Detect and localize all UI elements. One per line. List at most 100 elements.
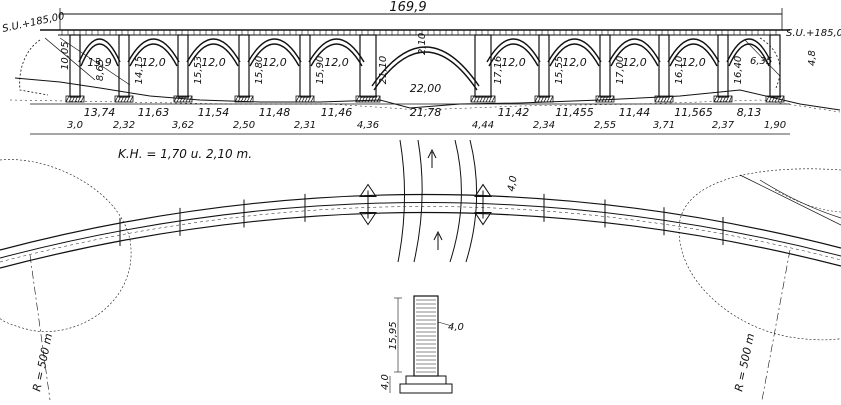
arch bbox=[669, 43, 718, 67]
bottom-dim-2: 2,32 bbox=[113, 120, 135, 131]
height-label: 8,65 bbox=[95, 59, 106, 81]
footing-hatch bbox=[237, 95, 242, 103]
footing-hatch bbox=[604, 95, 609, 103]
footing-hatch bbox=[114, 95, 119, 103]
footing-hatch bbox=[68, 95, 73, 103]
footing-hatch bbox=[295, 95, 300, 103]
pier bbox=[599, 34, 611, 98]
cutwater bbox=[474, 212, 492, 226]
right-radius-label: R = 500 m bbox=[732, 332, 757, 392]
arch-ring bbox=[371, 46, 480, 87]
span-label: 12,0 bbox=[141, 56, 166, 69]
overall-length-label: 169,9 bbox=[389, 0, 426, 15]
left-abutment-height: 10,05 bbox=[60, 41, 71, 70]
footing-hatch bbox=[537, 95, 542, 103]
footing-hatch bbox=[595, 95, 600, 103]
footing-hatch bbox=[129, 95, 134, 103]
height-label: 15,80 bbox=[254, 56, 265, 85]
plan-view bbox=[0, 139, 841, 401]
kh-label: K.H. = 1,70 u. 2,10 m. bbox=[118, 147, 252, 161]
footing-hatch bbox=[234, 95, 239, 103]
arch bbox=[488, 43, 539, 67]
footing-hatch bbox=[534, 95, 539, 103]
span-label: 12,0 bbox=[681, 56, 706, 69]
footing-hatch bbox=[74, 95, 79, 103]
bottom-dim-2: 2,34 bbox=[533, 120, 555, 131]
bottom-dim-2: 1,90 bbox=[764, 120, 786, 131]
height-label: 14,15 bbox=[134, 56, 145, 85]
bottom-dim-1: 21,78 bbox=[410, 106, 442, 119]
pier bbox=[118, 34, 130, 98]
footing-hatch bbox=[310, 95, 315, 103]
footing-hatch bbox=[654, 95, 659, 103]
footing-hatch bbox=[479, 95, 484, 103]
pier bbox=[474, 34, 492, 98]
footing-hatch bbox=[249, 95, 254, 103]
footing-hatch bbox=[126, 95, 131, 103]
footing-hatch bbox=[546, 95, 551, 103]
arch bbox=[249, 43, 300, 67]
section-width-label: 4,0 bbox=[448, 322, 464, 333]
arch-ring bbox=[78, 38, 121, 63]
footing-hatch bbox=[307, 95, 312, 103]
footing-hatch bbox=[719, 95, 724, 103]
footing-hatch bbox=[304, 95, 309, 103]
pier bbox=[238, 34, 250, 98]
footing-hatch bbox=[774, 95, 779, 103]
bottom-dim-1: 11,48 bbox=[259, 106, 291, 119]
footing-hatch bbox=[367, 95, 372, 103]
height-label: 15,90 bbox=[315, 56, 326, 85]
elevation-labels: 169,9 S.U.+185,00 S.U.+185,00 10,05 6,35… bbox=[1, 0, 841, 131]
footing-hatch bbox=[728, 95, 733, 103]
footing-hatch bbox=[473, 95, 478, 103]
arch bbox=[80, 43, 119, 67]
arch bbox=[310, 43, 363, 67]
arch-ring bbox=[547, 38, 602, 63]
footing-hatch bbox=[765, 95, 770, 103]
left-side-height: 4,8 bbox=[807, 50, 818, 66]
footing-hatch bbox=[660, 95, 665, 103]
footing-hatch bbox=[376, 95, 381, 103]
footing-hatch bbox=[725, 95, 730, 103]
plan-pier-width: 4,0 bbox=[506, 175, 520, 193]
footing-hatch bbox=[370, 95, 375, 103]
footing-hatch bbox=[373, 95, 378, 103]
bottom-dim-1: 11,455 bbox=[555, 106, 594, 119]
footing-hatch bbox=[470, 95, 475, 103]
pier bbox=[177, 34, 189, 98]
footing-hatch bbox=[485, 95, 490, 103]
footing-hatch bbox=[768, 95, 773, 103]
footing-hatch bbox=[246, 95, 251, 103]
footing-hatch bbox=[666, 95, 671, 103]
footing-hatch bbox=[669, 95, 674, 103]
section-base-label: 4,0 bbox=[380, 374, 391, 390]
footing-hatch bbox=[364, 95, 369, 103]
footing-hatch bbox=[243, 95, 248, 103]
bottom-dim-1: 11,42 bbox=[498, 106, 530, 119]
elevation-view bbox=[9, 8, 841, 135]
footing-hatch bbox=[601, 95, 606, 103]
bottom-dim-2: 2,31 bbox=[294, 120, 316, 131]
height-label: 16,40 bbox=[733, 56, 744, 85]
footing-hatch bbox=[488, 95, 493, 103]
footing-hatch bbox=[476, 95, 481, 103]
pier bbox=[658, 34, 670, 98]
footing-hatch bbox=[65, 95, 70, 103]
arch-ring bbox=[308, 38, 365, 63]
arch-ring bbox=[127, 38, 180, 63]
arch bbox=[373, 51, 478, 91]
footing-hatch bbox=[120, 95, 125, 103]
span-label: 12,0 bbox=[501, 56, 526, 69]
pier-height-label: 2,10 bbox=[417, 33, 428, 55]
footing-hatch bbox=[358, 95, 363, 103]
span-label: 13,9 bbox=[87, 56, 112, 69]
arch-ring bbox=[608, 38, 661, 63]
span-label: 12,0 bbox=[324, 56, 349, 69]
bottom-dim-1: 11,54 bbox=[198, 106, 230, 119]
bottom-dim-1: 11,63 bbox=[138, 106, 170, 119]
pier bbox=[717, 34, 729, 98]
pier bbox=[359, 34, 377, 98]
footing-hatch bbox=[80, 95, 85, 103]
footing-hatch bbox=[173, 95, 178, 103]
arch bbox=[188, 43, 239, 67]
